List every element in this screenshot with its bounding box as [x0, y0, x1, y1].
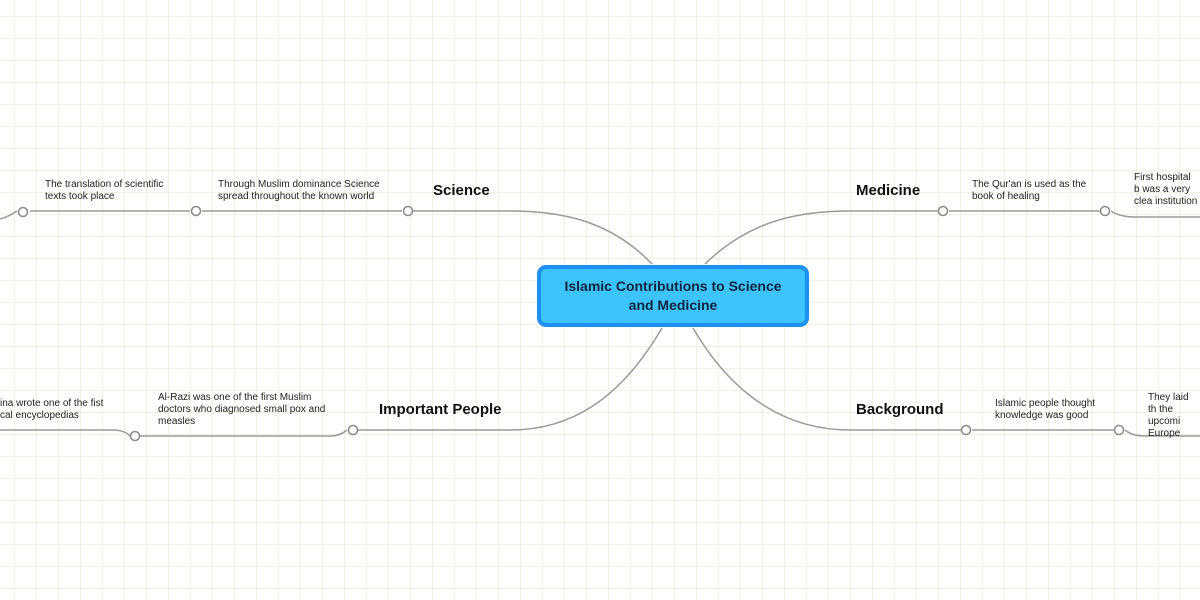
medicine-subtopic[interactable]: The Qur'an is used as the book of healin… — [972, 179, 1087, 202]
medicine-connector-node — [1099, 205, 1111, 217]
science-subtopic[interactable]: The translation of scientific texts took… — [45, 179, 164, 202]
medicine-connector-node — [937, 205, 949, 217]
important-people-subtopic[interactable]: Al-Razi was one of the first Muslim doct… — [158, 392, 326, 427]
important-people-connector-node — [129, 430, 141, 442]
central-topic[interactable]: Islamic Contributions to Science and Med… — [537, 265, 809, 327]
branch-background[interactable]: Background — [856, 401, 944, 418]
branch-science[interactable]: Science — [433, 182, 490, 199]
science-connector-node — [190, 205, 202, 217]
important-people-subtopic[interactable]: ina wrote one of the fist cal encycloped… — [0, 398, 104, 421]
science-connector-node — [17, 206, 29, 218]
science-subtopic[interactable]: Through Muslim dominance Science spread … — [218, 179, 380, 202]
medicine-subtopic[interactable]: First hospital b was a very clea institu… — [1134, 172, 1198, 207]
science-connector-node — [402, 205, 414, 217]
branch-medicine[interactable]: Medicine — [856, 182, 921, 199]
important-people-connector-node — [347, 424, 359, 436]
branch-important-people[interactable]: Important People — [379, 401, 502, 418]
background-connector-node — [1113, 424, 1125, 436]
background-subtopic[interactable]: Islamic people thought knowledge was goo… — [995, 398, 1096, 421]
background-connector-node — [960, 424, 972, 436]
background-subtopic[interactable]: They laid th the upcomi Europe — [1148, 392, 1189, 439]
